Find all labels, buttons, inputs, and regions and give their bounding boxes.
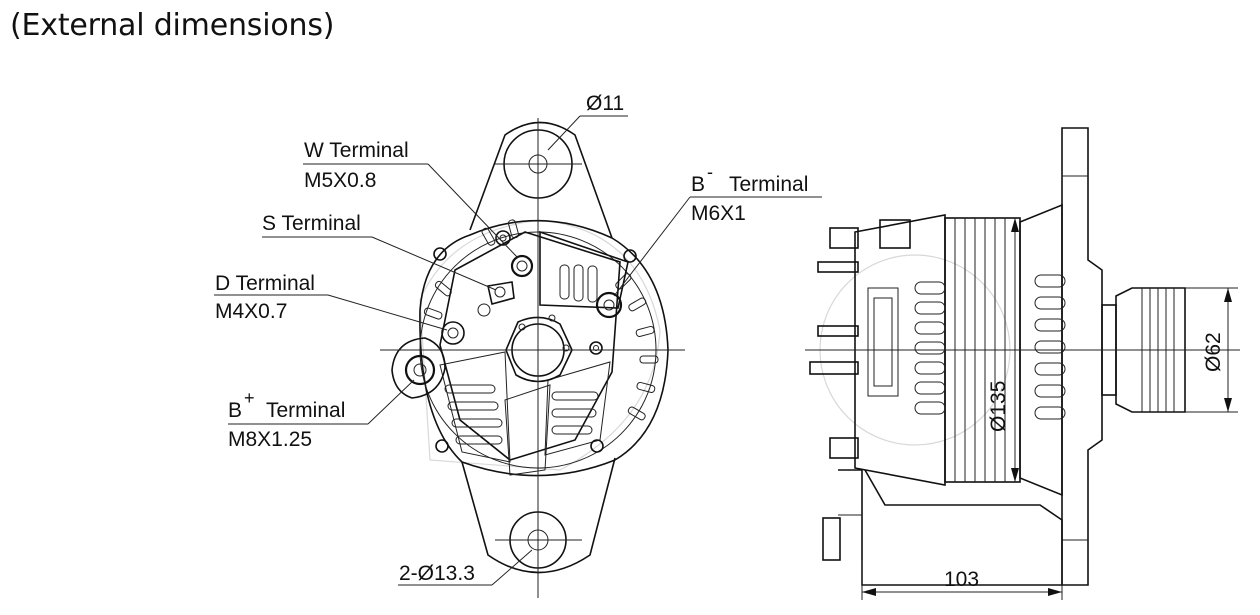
- front-housing: [1019, 203, 1063, 497]
- b-minus-prefix: B: [691, 173, 705, 196]
- b-plus-terminal-stud: [404, 354, 436, 386]
- rectifier-fins: [439, 351, 611, 476]
- regulator-block: [539, 230, 629, 309]
- front-vent-slots: [1034, 274, 1066, 420]
- b-minus-superscript: -: [707, 162, 713, 182]
- front-view-leaders: [214, 115, 822, 586]
- rear-vent-slots: [914, 281, 946, 415]
- side-view: [805, 127, 1240, 586]
- b-minus-thread: M6X1: [691, 202, 746, 225]
- w-terminal-thread: M5X0.8: [304, 169, 376, 192]
- b-minus-terminal-stud: [595, 291, 623, 319]
- bolt-top: [495, 230, 511, 246]
- b-minus-terminal-label: Terminal: [729, 173, 808, 196]
- bolt-bottom-left: [435, 439, 449, 453]
- b-plus-terminal-label: Terminal: [266, 399, 345, 422]
- rear-cover: [439, 231, 621, 461]
- rear-housing: [854, 214, 946, 486]
- b-plus-prefix: B: [228, 399, 242, 422]
- body-diameter-label: Ø135: [987, 381, 1010, 432]
- lower-mounting-leg: [838, 469, 1063, 586]
- d-terminal-label: D Terminal: [215, 272, 315, 295]
- w-terminal-stud: [510, 254, 534, 278]
- bolt-left: [433, 247, 447, 261]
- hole-bottom-label: 2-Ø13.3: [399, 562, 475, 585]
- bearing-boss: [505, 316, 573, 383]
- front-view: [380, 118, 685, 598]
- bolt-bottom-right: [590, 439, 604, 453]
- pulley-diameter-label: Ø62: [1202, 332, 1225, 372]
- side-view-dimensions: [861, 218, 1238, 600]
- mounting-flange: [1061, 127, 1103, 586]
- hole-top-label: Ø11: [586, 92, 624, 115]
- bolt-right: [623, 249, 637, 263]
- w-terminal-label: W Terminal: [304, 139, 409, 162]
- b-plus-superscript: +: [244, 388, 255, 408]
- s-terminal-label: S Terminal: [262, 212, 361, 235]
- b-plus-thread: M8X1.25: [228, 428, 312, 451]
- length-label: 103: [944, 568, 979, 591]
- top-mounting-ear: [469, 121, 613, 239]
- page-title: (External dimensions): [10, 8, 335, 43]
- s-terminal-connector: [487, 281, 515, 305]
- bottom-mounting-ear: [461, 457, 616, 574]
- d-terminal-stud: [441, 321, 465, 345]
- rear-terminal-studs: [809, 219, 911, 459]
- d-terminal-thread: M4X0.7: [215, 300, 287, 323]
- bolt-mid-right: [589, 341, 603, 355]
